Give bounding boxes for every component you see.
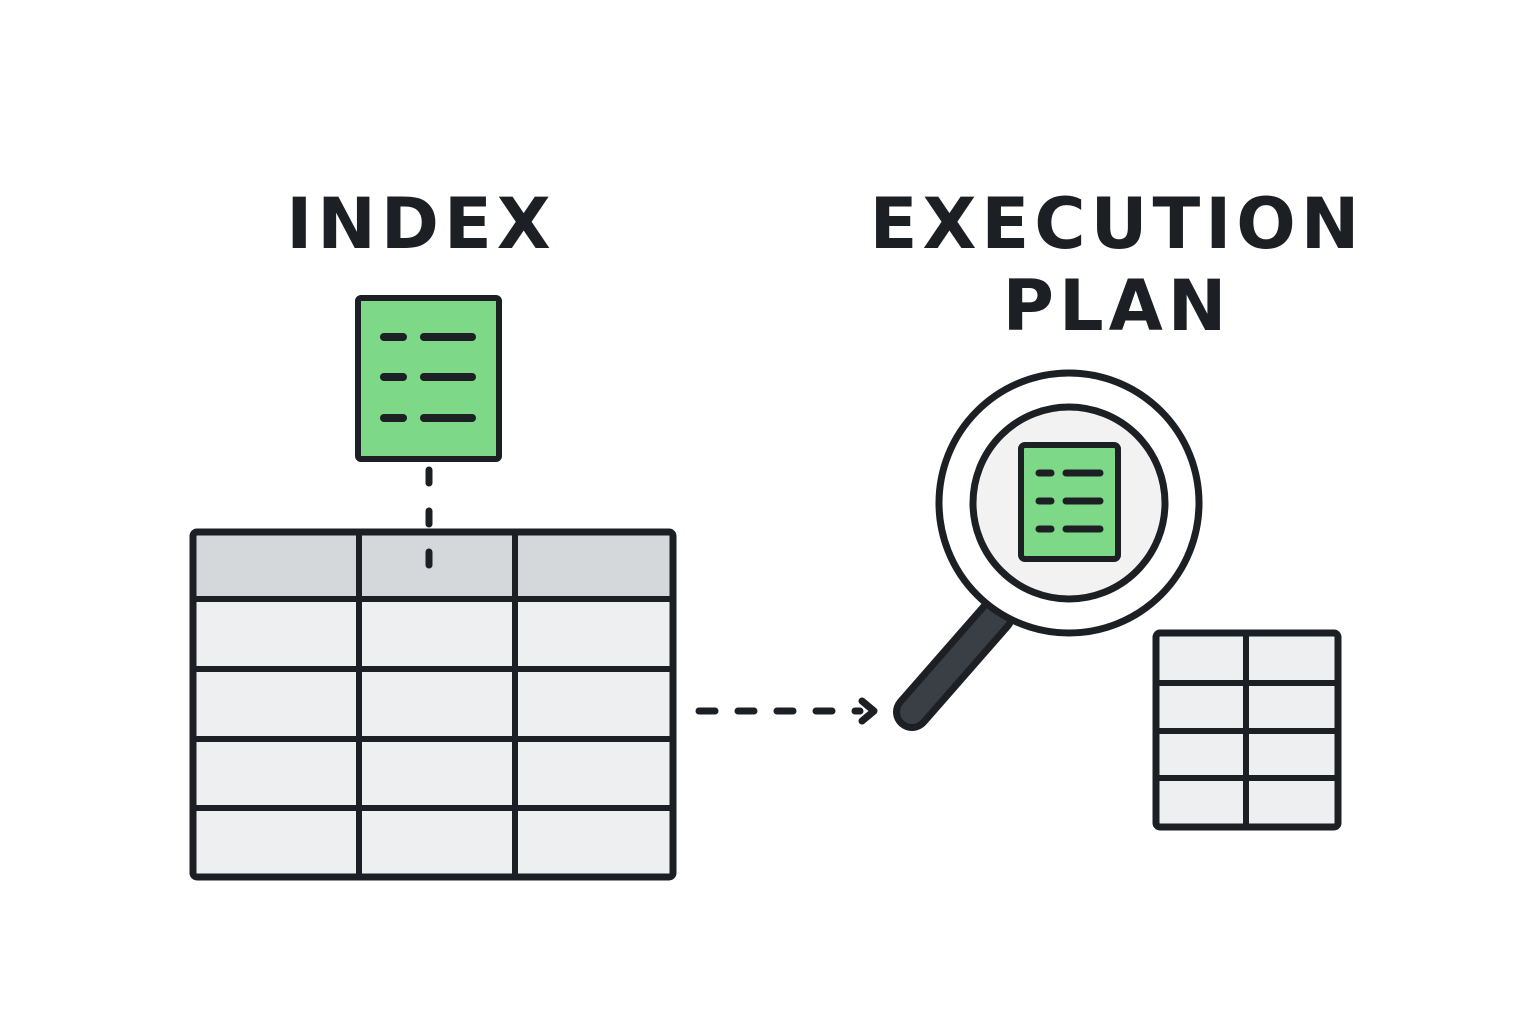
index-title: INDEX bbox=[286, 183, 556, 265]
inspected-document-icon bbox=[1018, 442, 1121, 562]
table-icon bbox=[1152, 629, 1342, 831]
execution-plan-title-line2: PLAN bbox=[1003, 265, 1232, 347]
execution-plan-title-line1: EXECUTION bbox=[870, 183, 1365, 265]
data-table bbox=[189, 528, 677, 881]
dashed-arrow-icon bbox=[695, 697, 878, 725]
document-icon bbox=[355, 295, 502, 462]
